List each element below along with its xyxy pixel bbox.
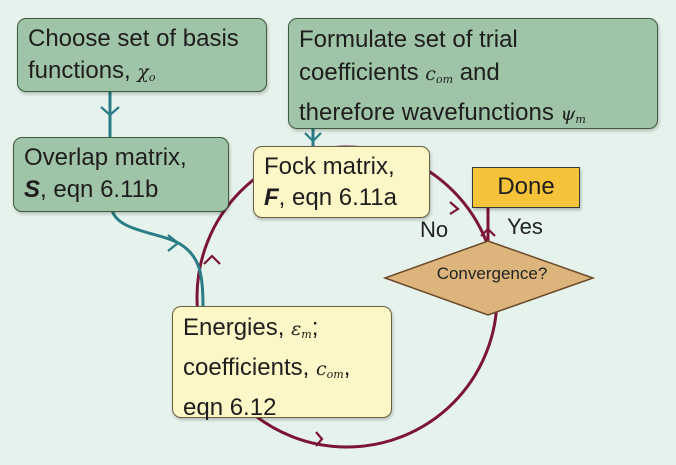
c-om-symbol: c — [425, 63, 436, 85]
trial-line-2: coefficients com and — [299, 56, 647, 96]
energies-line-1: Energies, εm; — [183, 311, 381, 351]
overlap-eqn-ref: , eqn 6.11b — [40, 176, 159, 203]
trial-coefficients-box: Formulate set of trial coefficients com … — [288, 18, 658, 129]
basis-to-overlap-arrow — [100, 106, 120, 117]
cycle-arrow-left — [203, 254, 221, 265]
f-matrix-symbol: F — [264, 184, 279, 211]
s-matrix-symbol: S — [24, 176, 41, 203]
done-box: Done — [472, 167, 580, 208]
trial-and-word: and — [459, 59, 500, 86]
chi-symbol: χ — [137, 61, 149, 83]
yes-label: Yes — [507, 214, 543, 239]
yes-arrow — [480, 227, 496, 237]
done-label: Done — [497, 173, 555, 200]
fock-eqn-ref: , eqn 6.11a — [278, 184, 397, 211]
energies-coefficients-word: coefficients, — [183, 354, 310, 381]
convergence-diamond — [382, 240, 596, 316]
overlap-to-energies-connector — [110, 209, 205, 307]
epsilon-subscript: m — [301, 328, 312, 341]
cycle-arrow-bottom — [315, 431, 324, 447]
trial-line-3: therefore wavefunctions ψm — [299, 96, 647, 136]
energies-comma: , — [343, 354, 351, 381]
basis-functions-text: Choose set of basis functions, — [28, 25, 239, 84]
energies-semicolon: ; — [311, 314, 319, 341]
chi-subscript: o — [148, 71, 156, 84]
fock-ref-line: F, eqn 6.11a — [264, 182, 419, 213]
energies-c-subscript: om — [326, 368, 344, 381]
overlap-ref-line: S, eqn 6.11b — [24, 174, 218, 206]
basis-functions-box: Choose set of basis functions, χo — [17, 18, 267, 92]
trial-line-1: Formulate set of trial — [299, 26, 518, 53]
overlap-matrix-box: Overlap matrix, S, eqn 6.11b — [13, 137, 229, 212]
trial-to-fock-arrow — [304, 132, 322, 143]
overlap-title: Overlap matrix, — [24, 144, 187, 171]
psi-subscript: m — [575, 113, 586, 126]
c-om-subscript: om — [435, 73, 454, 86]
fock-matrix-box: Fock matrix, F, eqn 6.11a — [253, 146, 430, 218]
epsilon-symbol: ε — [291, 318, 302, 340]
energies-word: Energies, — [183, 314, 285, 341]
energies-c-symbol: c — [315, 358, 327, 380]
cycle-arrow-top — [449, 201, 460, 215]
energies-line-2: coefficients, com, — [183, 351, 381, 391]
fock-title: Fock matrix, — [264, 153, 395, 180]
energies-line-3: eqn 6.12 — [183, 394, 277, 421]
convergence-label: Convergence? — [436, 264, 548, 283]
no-label: No — [420, 217, 449, 242]
psi-symbol: ψ — [560, 103, 576, 125]
trial-coefficients-word: coefficients — [299, 59, 419, 86]
overlap-to-energies-arrow — [167, 234, 180, 252]
trial-wavefunctions-word: therefore wavefunctions — [299, 99, 554, 126]
energies-box: Energies, εm; coefficients, com, eqn 6.1… — [172, 306, 392, 421]
